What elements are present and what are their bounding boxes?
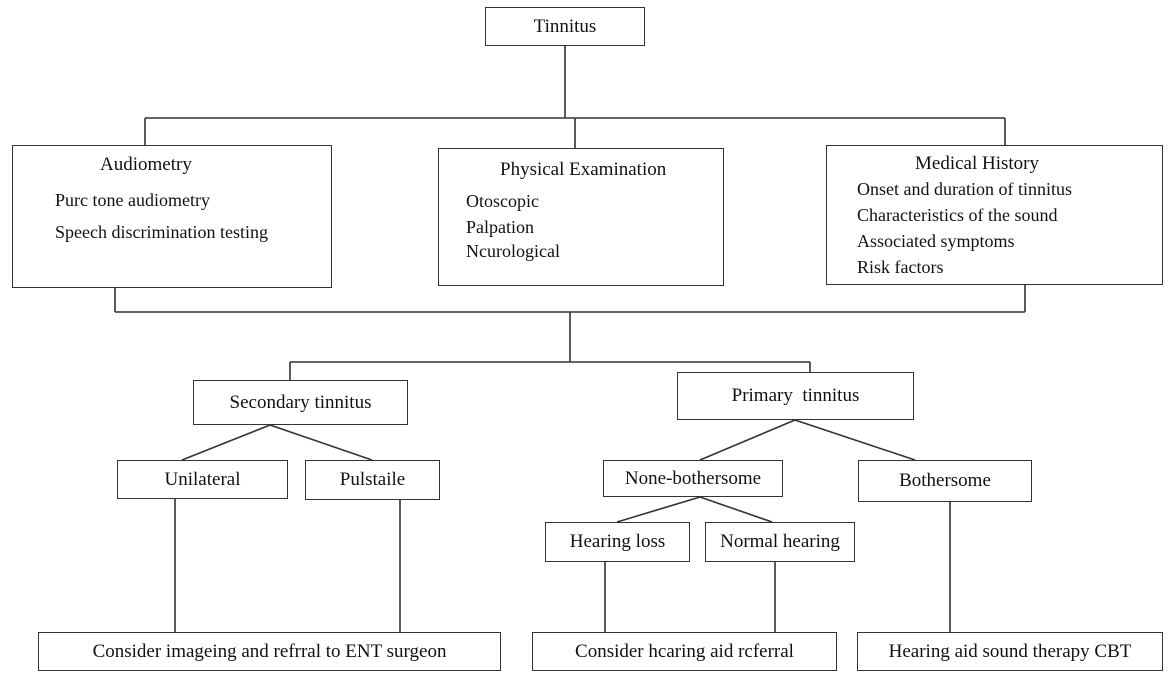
- hearing-loss-box: Hearing loss: [545, 522, 690, 562]
- bothersome-box: Bothersome: [858, 460, 1032, 502]
- medical-history-title: Medical History: [915, 153, 1040, 174]
- secondary-tinnitus-box: Secondary tinnitus: [193, 380, 408, 425]
- physical-examination-item: Palpation: [466, 217, 534, 237]
- hearing-aid-referral-label: Consider hcaring aid rcferral: [575, 640, 794, 662]
- medical-history-item: Onset and duration of tinnitus: [857, 179, 1072, 199]
- physical-examination-title: Physical Examination: [500, 159, 667, 180]
- unilateral-label: Unilateral: [164, 468, 241, 490]
- audiometry-box: Audiometry Purc tone audiometry Speech d…: [12, 145, 332, 288]
- secondary-outcome-label: Consider imageing and refrral to ENT sur…: [92, 640, 447, 662]
- pulsatile-label: Pulstaile: [339, 469, 406, 490]
- medical-history-box: Medical History Onset and duration of ti…: [826, 145, 1163, 285]
- unilateral-box: Unilateral: [117, 460, 288, 499]
- pulsatile-box: Pulstaile: [305, 460, 440, 500]
- hearing-aid-referral-box: Consider hcaring aid rcferral: [532, 632, 837, 671]
- physical-examination-box: Physical Examination Otoscopic Palpation…: [438, 148, 724, 286]
- medical-history-item: Characteristics of the sound: [857, 205, 1058, 225]
- medical-history-item: Associated symptoms: [857, 231, 1015, 251]
- tinnitus-root-box: Tinnitus: [485, 7, 645, 46]
- normal-hearing-box: Normal hearing: [705, 522, 855, 562]
- non-bothersome-label: None-bothersome: [624, 467, 762, 489]
- primary-tinnitus-box: Primary tinnitus: [677, 372, 914, 420]
- secondary-outcome-box: Consider imageing and refrral to ENT sur…: [38, 632, 501, 671]
- sound-therapy-box: Hearing aid sound therapy CBT: [857, 632, 1163, 671]
- physical-examination-item: Otoscopic: [466, 191, 539, 211]
- hearing-loss-label: Hearing loss: [569, 531, 666, 552]
- normal-hearing-label: Normal hearing: [720, 531, 840, 552]
- audiometry-item: Speech discrimination testing: [55, 222, 268, 242]
- primary-tinnitus-label: Primary tinnitus: [731, 385, 860, 406]
- non-bothersome-box: None-bothersome: [603, 460, 783, 497]
- sound-therapy-label: Hearing aid sound therapy CBT: [888, 640, 1132, 662]
- bothersome-label: Bothersome: [899, 470, 991, 491]
- audiometry-title: Audiometry: [100, 154, 192, 175]
- secondary-tinnitus-label: Secondary tinnitus: [229, 391, 372, 413]
- tinnitus-root-label: Tinnitus: [533, 15, 597, 37]
- audiometry-item: Purc tone audiometry: [55, 190, 210, 210]
- physical-examination-item: Ncurological: [466, 241, 560, 261]
- medical-history-item: Risk factors: [857, 257, 944, 277]
